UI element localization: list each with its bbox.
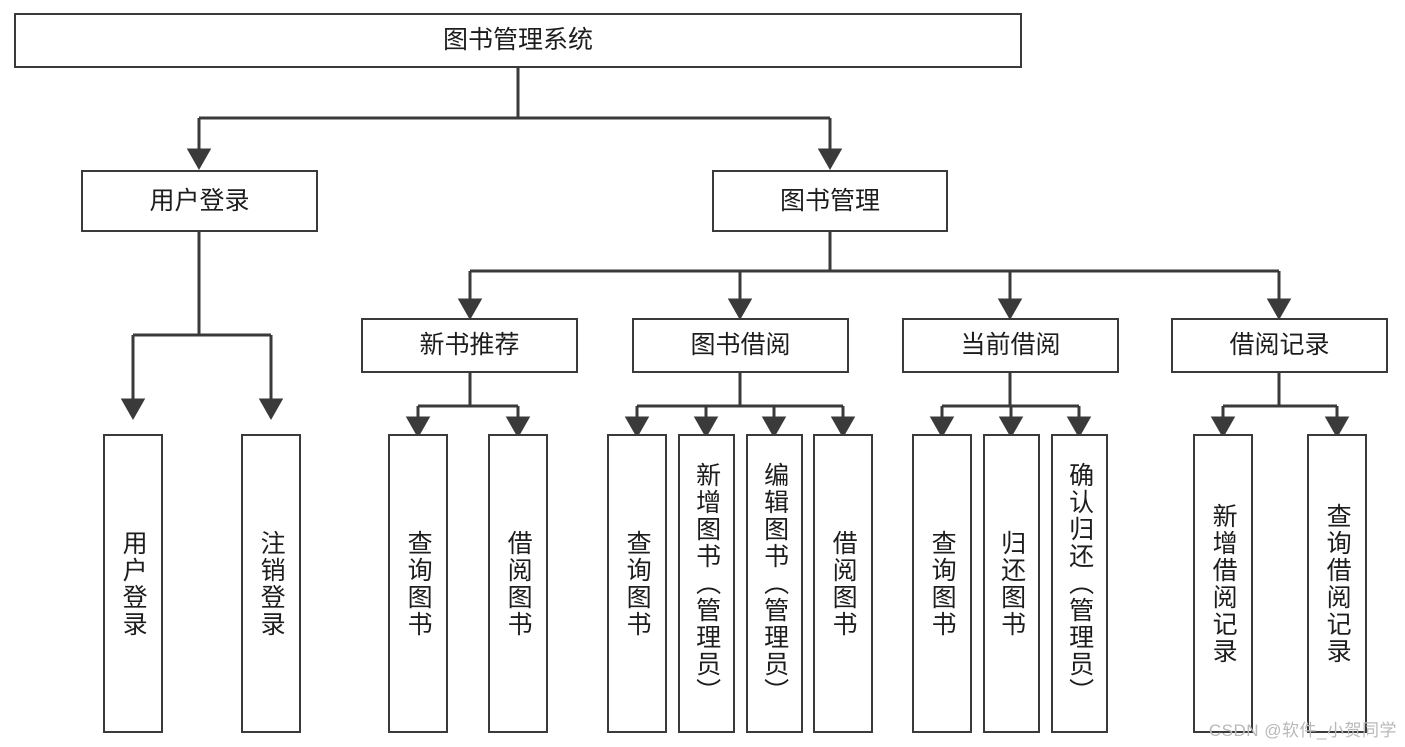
- node-book-manage[interactable]: 图书管理: [712, 170, 948, 232]
- node-leaf-borrow-book-2[interactable]: 借阅图书: [813, 434, 873, 733]
- node-leaf-query-book-3[interactable]: 查询图书: [912, 434, 972, 733]
- node-new-book-rec-label: 新书推荐: [419, 331, 520, 359]
- node-leaf-add-record-label: 新增借阅记录: [1209, 502, 1238, 665]
- node-borrow-record-label: 借阅记录: [1229, 331, 1330, 359]
- node-book-manage-label: 图书管理: [779, 186, 880, 215]
- node-leaf-edit-book-label: 编辑图书（管理员）: [760, 462, 789, 705]
- node-leaf-add-record[interactable]: 新增借阅记录: [1193, 434, 1253, 733]
- node-book-borrow-label: 图书借阅: [690, 331, 791, 359]
- node-leaf-query-book-1[interactable]: 查询图书: [388, 434, 448, 733]
- node-leaf-user-login[interactable]: 用户登录: [103, 434, 163, 733]
- node-leaf-borrow-book-2-label: 借阅图书: [829, 529, 858, 638]
- node-leaf-borrow-book-1[interactable]: 借阅图书: [488, 434, 548, 733]
- node-leaf-logout[interactable]: 注销登录: [241, 434, 301, 733]
- node-current-borrow-label: 当前借阅: [960, 331, 1061, 359]
- node-leaf-query-book-2[interactable]: 查询图书: [607, 434, 667, 733]
- node-leaf-user-login-label: 用户登录: [119, 529, 148, 638]
- node-current-borrow[interactable]: 当前借阅: [902, 318, 1119, 373]
- node-book-borrow[interactable]: 图书借阅: [632, 318, 849, 373]
- node-leaf-query-record-label: 查询借阅记录: [1323, 502, 1352, 665]
- node-root-label: 图书管理系统: [442, 26, 593, 54]
- node-leaf-confirm-return-label: 确认归还（管理员）: [1065, 462, 1094, 705]
- node-leaf-confirm-return[interactable]: 确认归还（管理员）: [1051, 434, 1108, 733]
- node-leaf-borrow-book-1-label: 借阅图书: [504, 529, 533, 638]
- node-leaf-add-book-label: 新增图书（管理员）: [692, 462, 721, 705]
- node-root[interactable]: 图书管理系统: [14, 13, 1022, 68]
- node-user-login[interactable]: 用户登录: [81, 170, 318, 232]
- node-leaf-add-book[interactable]: 新增图书（管理员）: [678, 434, 735, 733]
- node-leaf-query-book-1-label: 查询图书: [404, 529, 433, 638]
- node-leaf-return-book[interactable]: 归还图书: [983, 434, 1040, 733]
- node-leaf-query-record[interactable]: 查询借阅记录: [1307, 434, 1367, 733]
- node-leaf-return-book-label: 归还图书: [997, 529, 1026, 638]
- node-leaf-logout-label: 注销登录: [257, 529, 286, 638]
- node-user-login-label: 用户登录: [149, 186, 250, 215]
- node-leaf-edit-book[interactable]: 编辑图书（管理员）: [746, 434, 803, 733]
- node-new-book-rec[interactable]: 新书推荐: [361, 318, 578, 373]
- node-borrow-record[interactable]: 借阅记录: [1171, 318, 1388, 373]
- node-leaf-query-book-3-label: 查询图书: [928, 529, 957, 638]
- node-leaf-query-book-2-label: 查询图书: [623, 529, 652, 638]
